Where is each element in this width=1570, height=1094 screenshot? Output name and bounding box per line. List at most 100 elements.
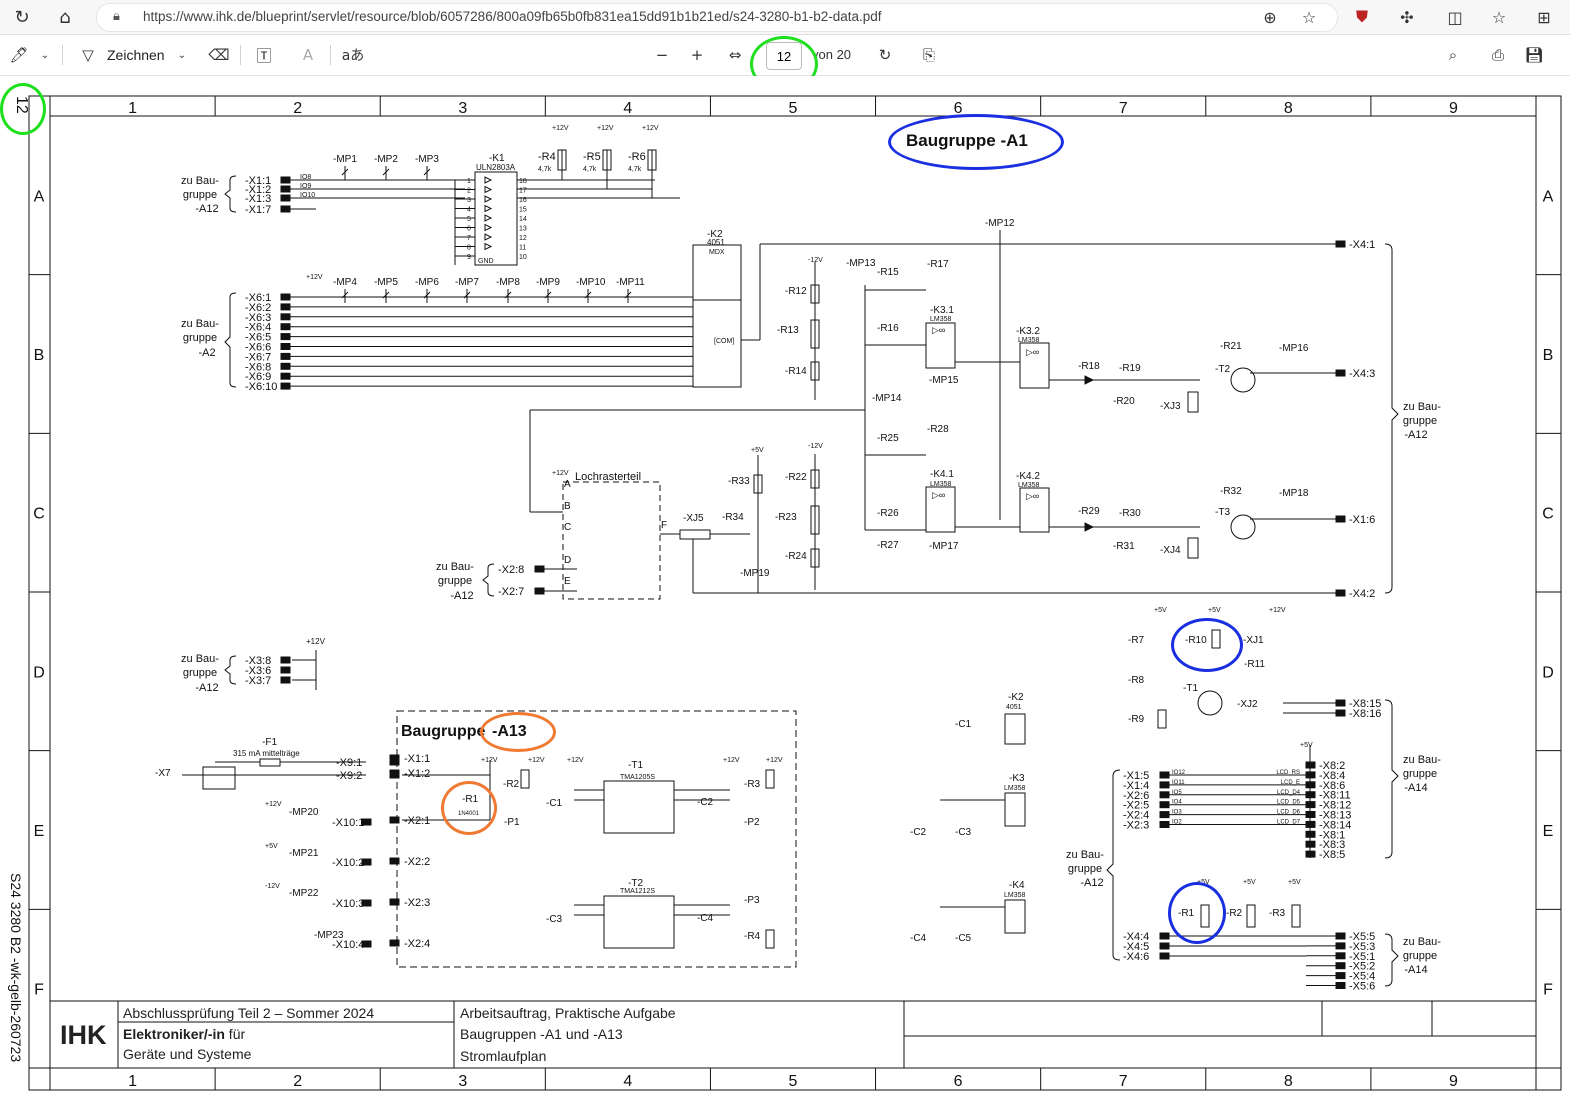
lock-icon[interactable]: 🔒︎ [113,9,120,24]
connector-pin [389,816,400,824]
svg-text:gruppe: gruppe [438,575,472,587]
save-icon[interactable]: 💾︎ [1524,46,1544,64]
url-field[interactable]: 🔒︎ https://www.ihk.de/blueprint/servlet/… [96,3,1338,32]
group-a12-x3: zu Bau- gruppe -A12 -X3:8-X3:6-X3:7 +12V [181,637,326,694]
svg-text:gruppe: gruppe [1403,768,1437,780]
supply-label: +12V [481,757,498,764]
capacitor-label: -C3 [546,914,563,925]
rotate-icon[interactable]: ↻ [878,46,892,64]
connector-label: -X6:7 [245,351,271,363]
buffer-symbol [484,242,493,251]
supply-label: +12V [1269,607,1286,614]
io-label: IO4 [1172,800,1182,806]
svg-text:-A14: -A14 [1404,964,1427,976]
svg-text:-K3.1: -K3.1 [930,305,954,316]
highlight-dropdown-icon[interactable]: ⌄ [40,49,50,61]
brace [224,292,237,388]
connector-label: -X8:14 [1319,819,1351,831]
svg-text:-A12: -A12 [195,203,218,215]
resistor-label: -R28 [927,424,949,435]
supply-label: +5V [1197,879,1210,886]
connector-label: -X4:5 [1123,941,1149,953]
svg-text:zu Bau-: zu Bau- [1403,936,1441,948]
group-a12-top: zu Bau- gruppe -A12 -X1:1-X1:2-X1:3-X1:7… [181,174,465,216]
connector-pin [280,303,291,311]
k2-mdx: MDX [709,249,725,256]
measuring-point-label: -MP17 [929,541,959,552]
connector-label: -X8:5 [1319,849,1345,861]
highlight-icon[interactable]: 🖊︎ [9,46,29,64]
fit-width-icon[interactable]: ⇔ [728,46,742,64]
connector-label: -X6:9 [245,371,271,383]
ublock-shield-icon[interactable]: ⛊ [1355,7,1368,26]
measuring-point-label: -MP8 [496,277,520,288]
page-number-input[interactable] [766,42,802,70]
read-aloud-button[interactable]: aあ [341,48,365,64]
mp-mark [423,291,431,299]
mp-mark [341,291,349,299]
collections-icon[interactable]: ⊞ [1537,7,1551,27]
measuring-point-label: -MP14 [872,393,902,404]
connector-label: -X4:3 [1349,368,1375,380]
connector-pin [280,362,291,370]
connector-pin [361,940,372,948]
resistor-label: -R22 [785,472,807,483]
resistor-value: 4,7k [628,166,642,173]
lochraster-pin: A [564,479,571,490]
lochraster-pin: D [564,555,571,566]
divider [240,45,241,65]
page-view-icon[interactable]: ⎘ [922,46,935,64]
resistor-symbol [765,929,775,949]
zoom-icon[interactable]: ⊕ [1263,7,1277,27]
draw-icon[interactable]: ▽ [82,46,94,64]
column-number-bottom: 3 [458,1073,467,1090]
url-text[interactable]: https://www.ihk.de/blueprint/servlet/res… [143,9,882,24]
svg-text:-MP12: -MP12 [985,218,1015,229]
eraser-icon[interactable]: ⌫ [208,46,230,64]
favorites-icon[interactable]: ☆ [1491,7,1507,27]
connector-label: -X5:6 [1349,981,1375,993]
zoom-in-icon[interactable]: + [690,46,704,64]
connector-label: -X10:3 [332,898,364,910]
connector-pin [1335,515,1346,523]
mp-mark [544,291,552,299]
resistor-label: -R12 [785,286,807,297]
supply-label: -12V [808,257,823,264]
lcd-label: LCD_D5 [1277,800,1301,806]
pin-number: 9 [467,254,471,261]
converter-type: TMA1205S [620,774,655,781]
io-label: IO10 [300,192,315,199]
favorite-star-icon[interactable]: ☆ [1301,7,1317,27]
zoom-out-icon[interactable]: − [655,46,669,64]
row-letter-right: B [1543,347,1554,364]
ic-type: LM358 [1004,892,1026,899]
reload-icon[interactable]: ↻ [14,6,30,28]
connector-label: -X8:4 [1319,770,1345,782]
measuring-point-label: -MP3 [415,154,439,165]
connector-label: -X9:2 [336,770,362,782]
svg-text:gruppe: gruppe [183,189,217,201]
row-letter-right: E [1543,823,1554,840]
home-icon[interactable]: ⌂ [59,6,71,28]
split-screen-icon[interactable]: ◫ [1447,7,1463,27]
a13-title-prefix: Baugruppe [401,723,486,740]
extensions-icon[interactable]: ✣ [1400,7,1414,27]
svg-text:gruppe: gruppe [1403,415,1437,427]
mp-mark [341,168,349,176]
supply-label: +12V [528,757,545,764]
page-total-label: von 20 [812,47,852,62]
draw-button-label[interactable]: Zeichnen [107,47,165,63]
connector-label: -X4:2 [1349,588,1375,600]
capacitor-label: -C2 [697,797,714,808]
resistor-label: -R7 [1128,635,1145,646]
print-icon[interactable]: ⎙ [1491,46,1504,64]
connector-label: -X4:1 [1349,239,1375,251]
svg-text:-T3: -T3 [1215,507,1230,518]
io-label: IO2 [1172,820,1182,826]
text-box-icon[interactable]: 🅃 [256,46,272,65]
connector-pin [389,939,400,947]
search-icon[interactable]: ⌕ [1448,46,1458,64]
resistor-label: -R4 [744,931,761,942]
brace [482,563,495,597]
draw-dropdown-icon[interactable]: ⌄ [177,49,187,61]
